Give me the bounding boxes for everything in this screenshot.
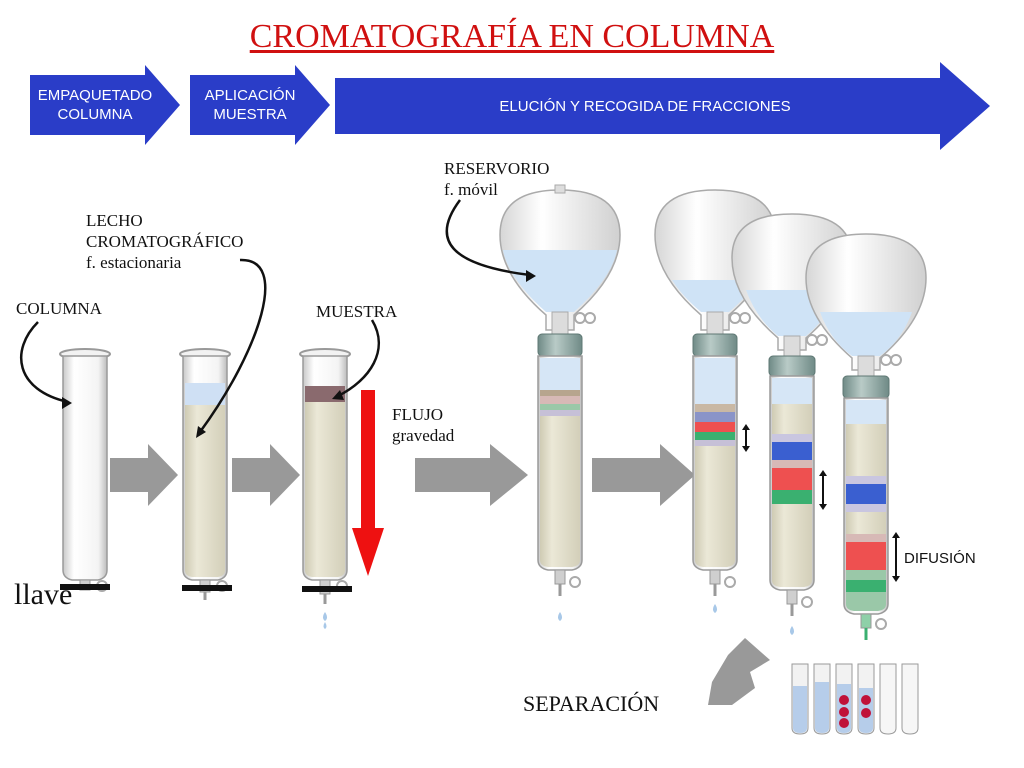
stage-label-empaquetado: EMPAQUETADO COLUMNA [30,86,160,124]
label-separacion: SEPARACIÓN [523,691,660,716]
tube-3 [835,663,853,735]
pointer-reservorio [445,199,531,277]
stage-arrow-elucion [335,62,990,150]
tube-2 [813,663,831,735]
llave-marker-1 [60,584,110,590]
flow-arrow-head [352,528,384,576]
stage-arrow-empaquetado [30,65,180,145]
label-columna: COLUMNA [16,299,102,318]
stage-label-elucion: ELUCIÓN Y RECOGIDA DE FRACCIONES [340,97,950,116]
stage-3-line1: ELUCIÓN Y RECOGIDA DE FRACCIONES [499,98,791,115]
elution-column-1 [499,184,621,621]
collection-tubes [791,663,919,735]
diffusion-marker-3 [892,532,900,582]
stage-2-line1: APLICACIÓN [204,87,296,104]
pointer-columna [20,321,69,404]
label-lecho-1: LECHO [86,211,143,230]
label-lecho: LECHO CROMATOGRÁFICO f. estacionaria [86,210,243,273]
label-muestra: MUESTRA [316,302,398,321]
stage-2-line2: MUESTRA [213,106,287,123]
label-reservorio: RESERVORIO f. móvil [444,158,549,200]
process-arrow-3 [415,444,528,506]
llave-marker-2 [182,585,232,591]
tube-5 [879,663,897,735]
llave-marker-3 [302,586,352,592]
label-reservorio-2: f. móvil [444,180,498,199]
process-arrow-2 [232,444,300,506]
stage-arrow-aplicacion [190,65,330,145]
process-arrow-1 [110,444,178,506]
elution-column-4 [805,233,927,640]
label-flujo-1: FLUJO [392,405,444,424]
stage-1-line2: COLUMNA [57,106,133,123]
empty-column [59,348,111,592]
label-flujo-2: gravedad [392,426,455,445]
sample-column [299,348,351,629]
stage-1-line1: EMPAQUETADO [37,87,153,104]
label-difusion: DIFUSIÓN [904,550,976,567]
tube-6 [901,663,919,735]
label-flujo: FLUJO gravedad [392,404,454,446]
page-title: CROMATOGRAFÍA EN COLUMNA [249,18,775,55]
stage-label-aplicacion: APLICACIÓN MUESTRA [190,86,310,124]
tube-4 [857,663,875,735]
label-lecho-3: f. estacionaria [86,253,182,272]
process-arrow-4 [592,444,695,506]
tube-1 [791,663,809,735]
packed-column [179,348,231,600]
pointer-lecho [198,258,267,433]
process-arrow-separacion [708,638,770,705]
label-lecho-2: CROMATOGRÁFICO [86,232,244,251]
flow-arrow-shaft [361,390,375,530]
pointer-muestra [337,319,381,398]
diffusion-marker-1 [742,424,750,452]
diffusion-marker-2 [819,470,827,510]
label-llave: llave [14,578,73,611]
label-reservorio-1: RESERVORIO [444,159,550,178]
